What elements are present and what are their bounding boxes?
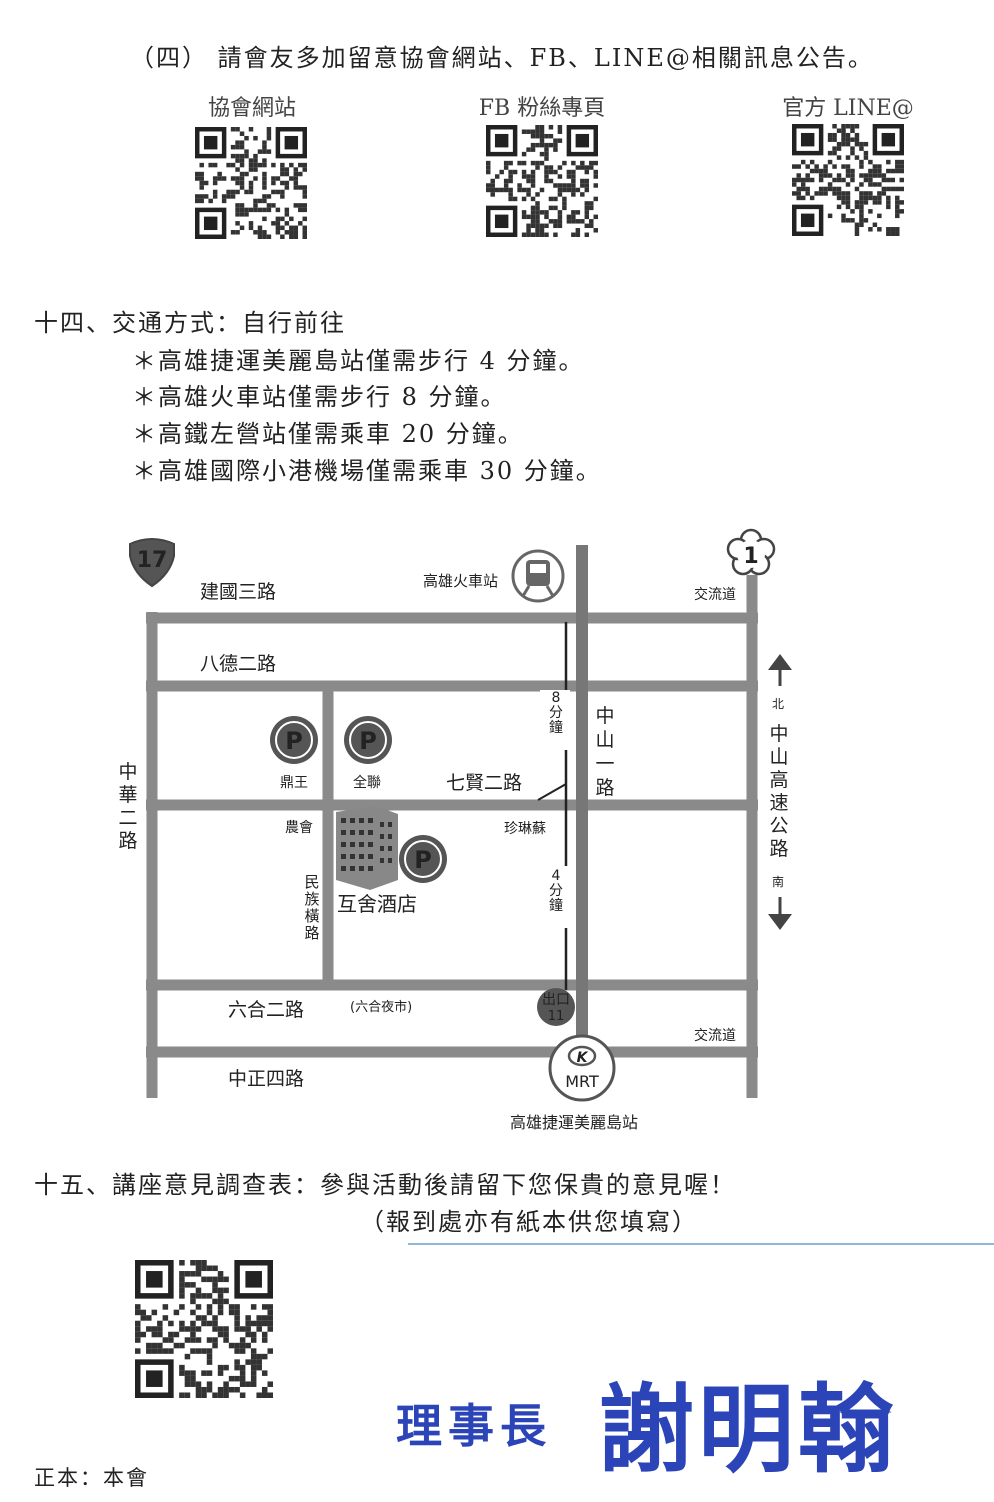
qr-code-line[interactable]: [792, 124, 904, 236]
liuhe-market-label: (六合夜市): [350, 999, 412, 1015]
road-label-zhonghua: 中華二路: [118, 761, 137, 852]
notice-line: （四） 請會友多加留意協會網站、FB、LINE@相關訊息公告。: [130, 44, 874, 72]
survey-note: （報到處亦有紙本供您填寫）: [360, 1208, 698, 1236]
location-map: 17 1 P P P: [118, 528, 792, 1132]
svg-text:出口: 出口: [542, 992, 570, 1008]
svg-text:11: 11: [548, 1009, 565, 1024]
highway-label: 中山高速公路: [769, 723, 788, 860]
road-label-liuhe: 六合二路: [228, 999, 304, 1021]
svg-text:P: P: [359, 727, 377, 755]
mrt-station-label: 高雄捷運美麗島站: [510, 1113, 638, 1132]
transport-item: ＊高雄國際小港機場僅需乘車 30 分鐘。: [132, 457, 602, 485]
farmers-assoc-label: 農會: [285, 820, 313, 836]
parking-icon-dingwang: P: [270, 716, 318, 764]
zhenlinsu-label: 珍琳蘇: [504, 821, 546, 837]
route-1-shield: [726, 528, 776, 576]
svg-text:MRT: MRT: [565, 1072, 599, 1091]
qr-code-fb[interactable]: [486, 125, 598, 237]
transport-item: ＊高雄火車站僅需步行 8 分鐘。: [132, 383, 507, 411]
hotel-building-icon: [336, 806, 398, 890]
exit-11-marker: [537, 988, 575, 1026]
qr-code-survey[interactable]: [135, 1260, 273, 1398]
svg-text:K: K: [577, 1050, 589, 1066]
qr-label-line: 官方 LINE@: [782, 96, 914, 121]
road-label-minzu: 民族橫路: [304, 873, 319, 942]
road-label-zhongzheng: 中正四路: [228, 1068, 304, 1090]
hotel-label: 互舍酒店: [337, 892, 417, 916]
route-17-label: 17: [137, 548, 168, 573]
signature-name: 謝明翰: [598, 1373, 898, 1486]
mrt-icon: [548, 1034, 616, 1102]
divider: [408, 1243, 994, 1245]
road-label-jianguo: 建國三路: [200, 581, 276, 603]
interchange-label: 交流道: [694, 1027, 736, 1044]
signature-title: 理事長: [396, 1399, 552, 1453]
parking-label-dingwang: 鼎王: [280, 775, 308, 791]
svg-text:P: P: [285, 727, 303, 755]
survey-heading: 十五、講座意見調查表：參與活動後請留下您保貴的意見喔！: [34, 1171, 736, 1199]
road-label-qixian: 七賢二路: [446, 772, 522, 794]
station-label: 高雄火車站: [423, 572, 498, 590]
qr-label-website: 協會網站: [207, 96, 296, 121]
parking-label-quanlian: 全聯: [353, 774, 381, 791]
route-1-label: 1: [743, 544, 758, 569]
parking-icon-hotel: P: [399, 835, 447, 883]
transport-item: ＊高雄捷運美麗島站僅需步行 4 分鐘。: [132, 347, 585, 375]
qr-label-fb: FB 粉絲專頁: [478, 96, 606, 121]
road-label-zhongshan: 中山一路: [595, 705, 614, 799]
parking-icon-quanlian: P: [344, 716, 392, 764]
footer-distribution: 正本：本會: [34, 1466, 149, 1490]
transport-item: ＊高鐵左營站僅需乘車 20 分鐘。: [132, 420, 524, 448]
interchange-label: 交流道: [694, 586, 736, 603]
transport-heading: 十四、交通方式：自行前往: [34, 309, 346, 337]
north-label: 北: [772, 697, 784, 711]
south-label: 南: [772, 874, 784, 889]
svg-text:P: P: [414, 846, 432, 874]
road-label-bade: 八德二路: [200, 653, 276, 675]
qr-code-website[interactable]: [195, 127, 307, 239]
route-17-shield: [129, 538, 175, 588]
